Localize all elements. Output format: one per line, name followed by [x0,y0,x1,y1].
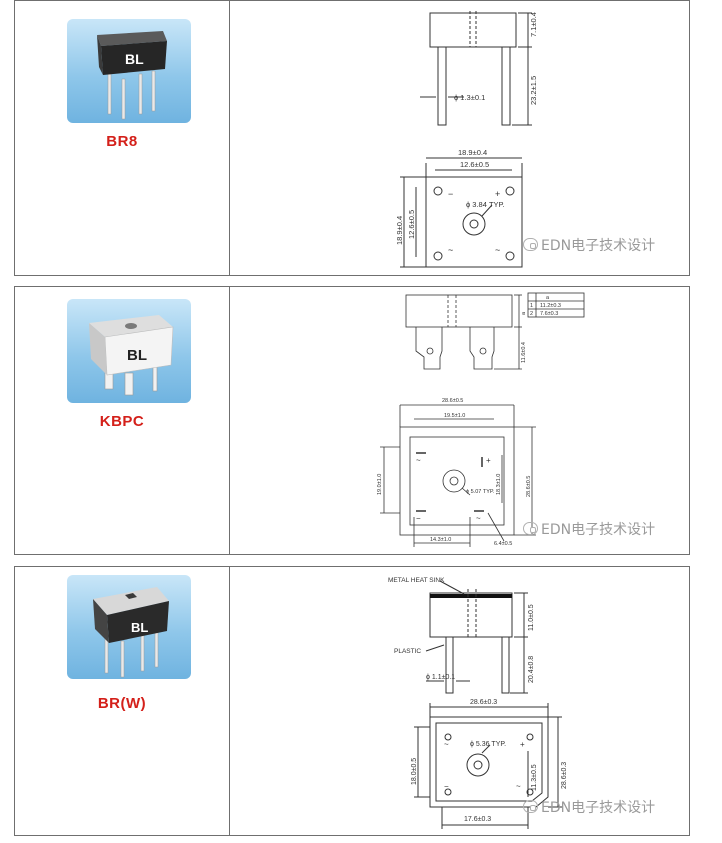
dim-bottom-pitch: 17.6±0.3 [464,816,491,823]
mark-plus: + [486,456,491,465]
mark-ac: ~ [448,245,453,255]
watermark: EDN电子技术设计 [523,519,655,539]
dim-width-inner: 19.5±1.0 [444,413,465,419]
dim-lead-length: 23.2±1.5 [529,76,538,105]
table-row1-no: 1 [530,303,533,309]
mark-ac: ~ [444,740,449,749]
table-head: a [546,295,550,301]
mark-minus: − [444,782,449,791]
dim-height-pitch: 19.0±1.0 [377,474,383,495]
dim-lead-length: 20.4±0.8 [528,656,535,683]
package-name: KBPC [99,413,145,430]
watermark: EDN电子技术设计 [523,797,655,817]
chip-label: BL [131,620,148,635]
package-name: BR(W) [97,695,147,712]
drawing-brw: METAL HEAT SINK PLASTIC 11.0±0.5 20.4±0.… [388,577,568,829]
dim-width-outer: 28.6±0.3 [470,699,497,706]
table-row1-val: 11.2±0.3 [540,303,561,309]
table-row2-no: 2 [530,311,533,317]
wechat-icon [523,238,538,251]
dim-hole: ϕ 5.07 TYP. [466,489,495,495]
drawing-br8: 7.1±0.4 23.2±1.5 ϕ 1.3±0.1 18.9±0.4 12.6… [395,11,538,268]
chip-label: BL [127,347,147,364]
dim-width-outer: 18.9±0.4 [458,148,487,157]
label-heat-sink: METAL HEAT SINK [388,577,445,584]
mark-plus: + [495,189,500,199]
dim-height-outer: 28.6±0.3 [561,762,568,789]
dim-height-left: 18.0±0.5 [411,758,418,785]
mark-minus: − [448,189,453,199]
dim-lead-dia: ϕ 1.1±0.1 [426,674,455,681]
package-row-kbpc: BL KBPC [14,286,690,555]
package-row-brw: BL BR(W) [14,566,690,836]
dim-height-pitch: 12.6±0.5 [407,210,416,239]
dim-height-outer: 28.6±0.5 [526,476,532,497]
drawing-kbpc: a 1 11.2±0.3 2 7.6±0.3 a 11.6±0.4 28.6±0… [377,292,585,547]
chip-image: BL [89,315,174,396]
dim-body-height: 11.0±0.5 [528,604,535,631]
dim-lead-dia: ϕ 1.3±0.1 [454,93,485,102]
dim-hole: ϕ 3.84 TYP. [466,200,505,209]
mark-ac: ~ [516,782,521,791]
table-row2-val: 7.6±0.3 [540,311,558,317]
dim-bottom-pitch: 14.3±1.0 [430,537,451,543]
watermark: EDN电子技术设计 [523,235,655,255]
dim-width-outer: 28.6±0.5 [442,398,463,404]
package-row-br8: BL BR8 [14,0,690,276]
label-plastic: PLASTIC [394,648,421,655]
mark-ac: ~ [416,456,421,465]
package-photo-kbpc: BL [67,299,191,403]
wechat-icon [523,800,538,813]
package-photo-br8: BL [67,19,191,123]
chip-image: BL [93,587,169,678]
mark-ac: ~ [476,514,481,523]
wechat-icon [523,522,538,535]
dim-body-height: 7.1±0.4 [529,12,538,37]
mark-plus: + [520,740,525,749]
package-photo-brw: BL [67,575,191,679]
dim-lead-length: 11.6±0.4 [521,342,527,363]
dim-width-pitch: 12.6±0.5 [460,160,489,169]
mark-minus: − [416,514,421,523]
dim-height-outer: 18.9±0.4 [395,216,404,245]
chip-image: BL [97,31,167,120]
dim-terminal: 6.4±0.5 [494,541,512,547]
dim-body-height: a [521,311,527,315]
dim-hole: ϕ 5.36 TYP. [470,741,506,748]
dim-height-inner: 18.3±1.0 [496,474,502,495]
chip-label: BL [125,51,144,67]
dim-height-inner: 11.3±0.5 [531,764,538,791]
mark-ac: ~ [495,245,500,255]
package-name: BR8 [106,133,138,150]
